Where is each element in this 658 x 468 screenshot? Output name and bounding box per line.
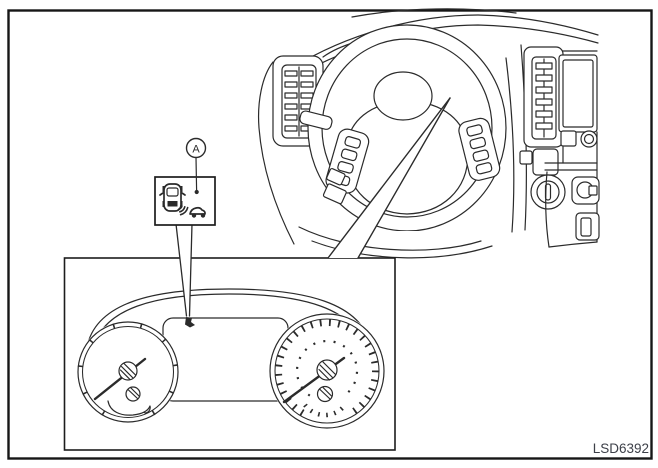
callout-leader-dot — [194, 189, 199, 195]
turn-signal-stalk — [299, 110, 333, 130]
steering-wheel — [299, 24, 507, 232]
instrument-cluster — [77, 288, 385, 429]
speedometer-needle — [93, 357, 147, 401]
callout-a-label: A — [192, 143, 200, 155]
center-console-controls — [530, 131, 600, 248]
bsw-indicator-callout — [154, 176, 216, 317]
callout-a-circle — [185, 137, 207, 159]
indicator-icon-box — [154, 176, 216, 226]
center-air-vent — [519, 46, 564, 176]
bsw-warning-icon — [159, 183, 206, 218]
tachometer — [269, 313, 385, 429]
lower-column-controls — [322, 168, 347, 205]
infotainment-screen — [558, 54, 598, 148]
callout-a: A — [185, 137, 207, 195]
right-spoke-buttons — [458, 117, 501, 181]
cluster-display — [162, 317, 289, 402]
dashboard-illustration — [257, 8, 600, 265]
callout-wedge — [327, 97, 451, 259]
cluster-indicator-icon — [185, 317, 195, 328]
figure-code-label: LSD6392 — [593, 441, 649, 456]
speedometer — [77, 321, 179, 423]
